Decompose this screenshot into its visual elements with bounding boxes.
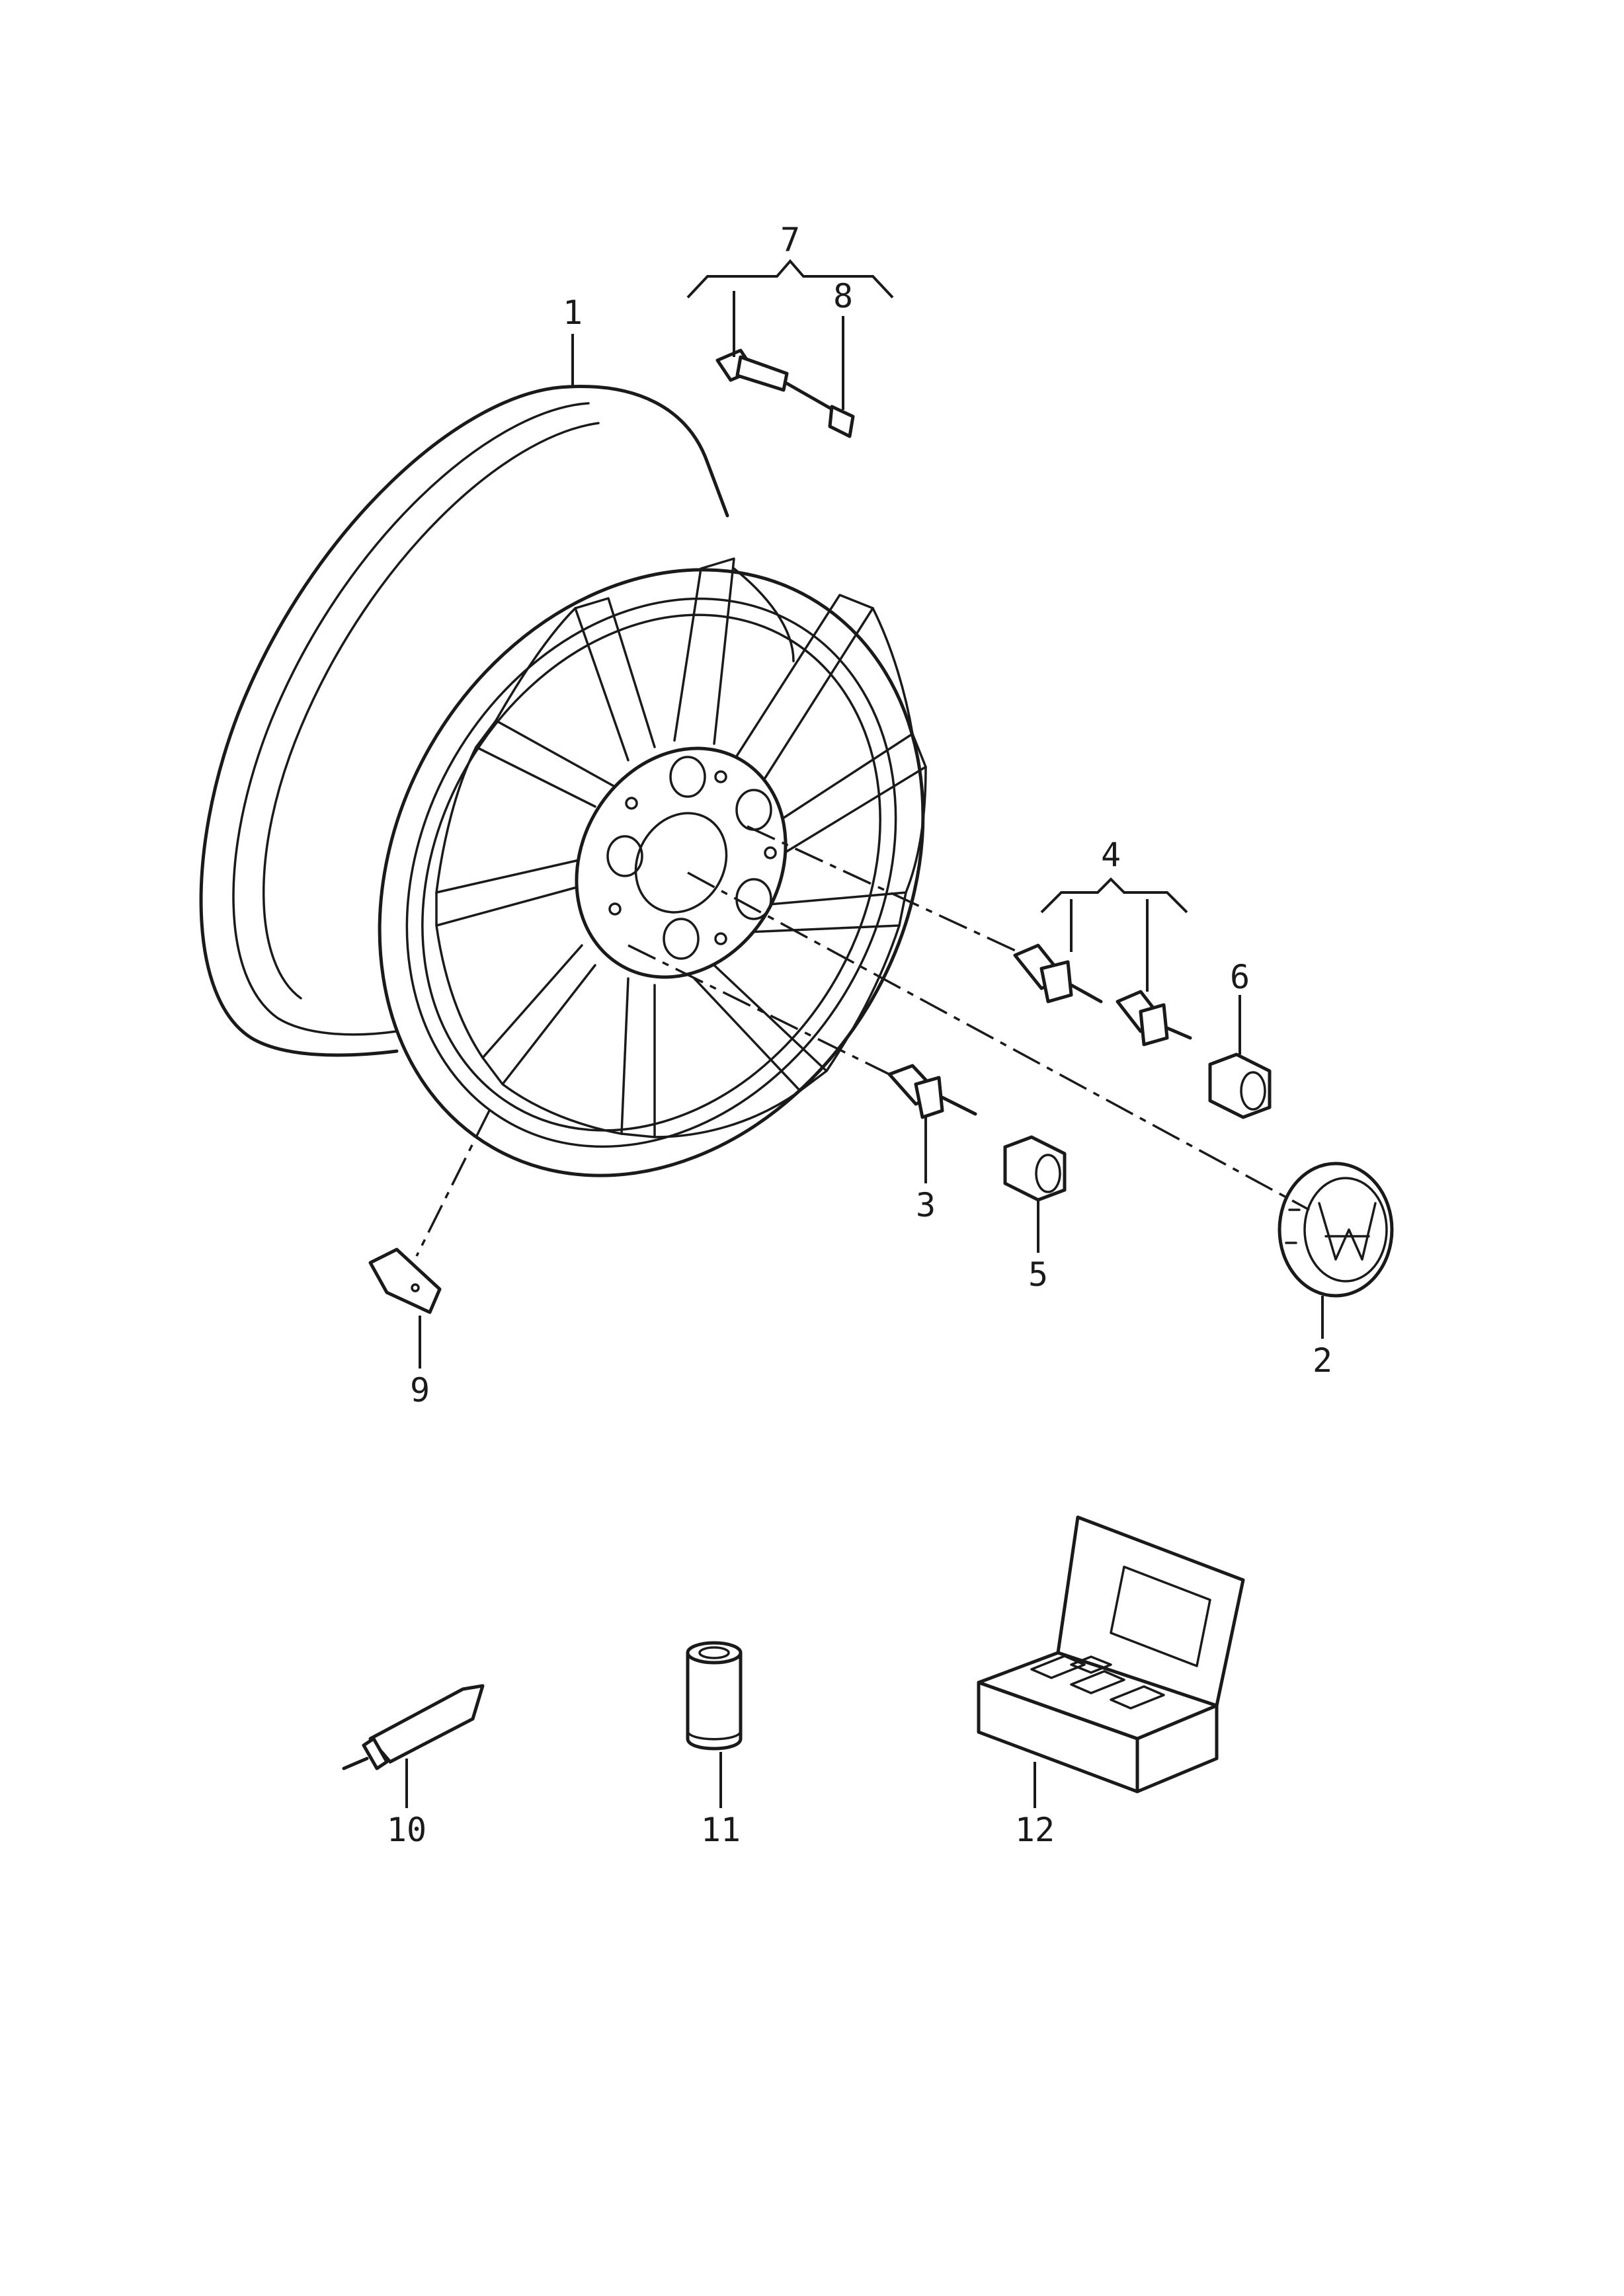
centre-cap-icon xyxy=(1278,1162,1394,1298)
part-label-6: 6 xyxy=(1230,958,1250,996)
part-label-5: 5 xyxy=(1028,1255,1048,1294)
alloy-wheel xyxy=(199,385,927,1177)
part-label-11: 11 xyxy=(701,1811,741,1849)
part-labels: 1 2 3 4 5 6 7 8 9 10 11 12 xyxy=(387,221,1332,1849)
part-label-10: 10 xyxy=(387,1811,426,1849)
wheel-bolt-icon xyxy=(887,1064,977,1119)
bolt-cap-icon-2 xyxy=(1208,1052,1272,1119)
locking-wheel-bolt-icon xyxy=(1013,943,1192,1047)
balance-weight-icon xyxy=(368,1247,442,1314)
tool-case-icon xyxy=(977,1515,1245,1794)
bolt-cap-icon xyxy=(1003,1135,1067,1202)
part-label-2: 2 xyxy=(1313,1341,1332,1380)
part-label-8: 8 xyxy=(833,277,853,315)
callout-leaders xyxy=(405,258,1324,1808)
part-label-4: 4 xyxy=(1101,836,1121,874)
part-label-7: 7 xyxy=(780,221,800,259)
assembly-lines xyxy=(415,825,1310,1257)
part-label-9: 9 xyxy=(410,1371,430,1409)
part-label-12: 12 xyxy=(1015,1811,1055,1849)
part-label-3: 3 xyxy=(916,1186,936,1224)
grease-tube-icon xyxy=(342,1684,485,1770)
part-label-1: 1 xyxy=(563,294,583,332)
tyre-valve-icon xyxy=(715,348,855,438)
filter-cylinder-icon xyxy=(686,1641,743,1751)
